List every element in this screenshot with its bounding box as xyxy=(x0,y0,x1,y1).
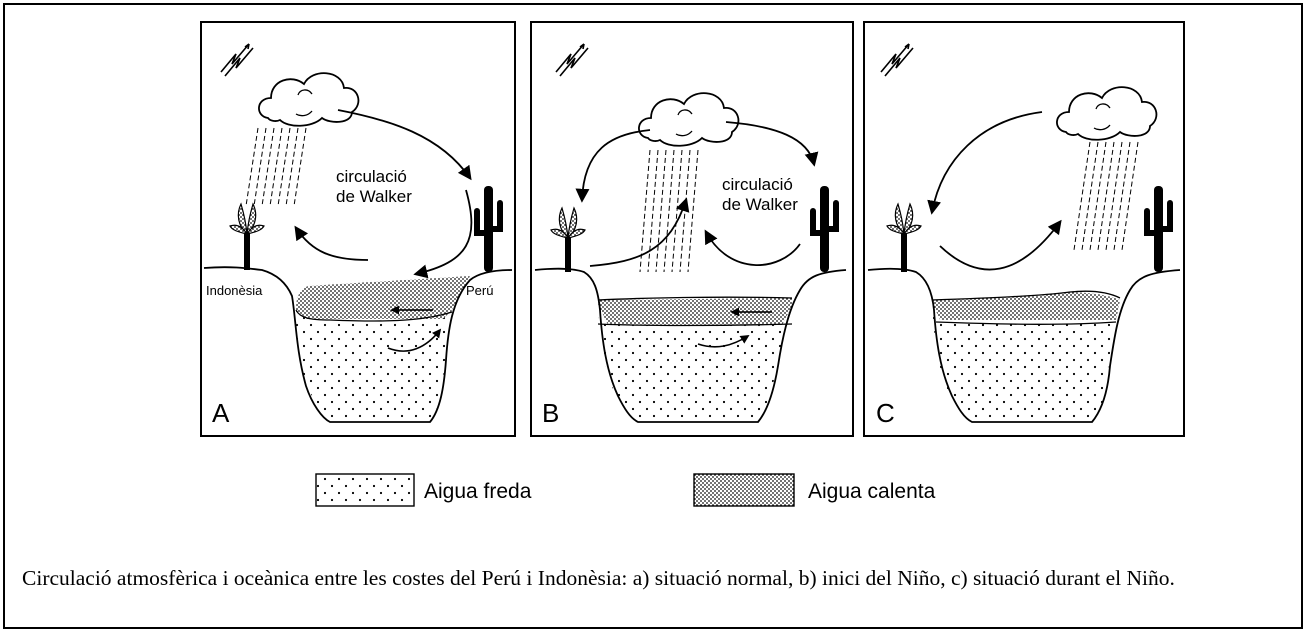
walker-label-line2: de Walker xyxy=(336,187,412,206)
panel-a: circulació de Walker Indonèsia xyxy=(200,21,516,437)
legend-warm-label: Aigua calenta xyxy=(808,480,936,503)
walker-label-line1: circulació xyxy=(336,167,407,186)
figure-caption: Circulació atmosfèrica i oceànica entre … xyxy=(22,566,1175,590)
lightning-icon xyxy=(220,43,254,77)
cold-water-layer xyxy=(598,304,792,420)
walker-arrow-rise xyxy=(704,229,801,266)
legend-warm-swatch xyxy=(693,473,795,507)
peru-label: Perú xyxy=(466,283,493,298)
ocean-basin xyxy=(867,267,1181,423)
walker-label-line2: de Walker xyxy=(722,195,798,214)
indonesia-label: Indonèsia xyxy=(206,283,263,298)
panel-c-border xyxy=(863,21,1185,437)
walker-arrow-surface-west xyxy=(413,189,473,279)
lightning-icon xyxy=(555,43,589,77)
cold-water-layer xyxy=(296,310,452,420)
legend-cold-swatch xyxy=(315,473,415,507)
palm-tree-icon xyxy=(550,206,586,272)
panel-b-border xyxy=(530,21,854,437)
figure-frame xyxy=(3,3,1303,629)
circulation-arrow-west-down xyxy=(575,129,651,203)
palm-tree-icon xyxy=(229,202,265,270)
panel-a-label: A xyxy=(212,398,230,428)
walker-label-line1: circulació xyxy=(722,175,793,194)
rain-icon xyxy=(639,149,699,273)
walker-arrow-rise xyxy=(294,225,369,261)
cold-water-layer xyxy=(932,300,1120,420)
ocean-basin xyxy=(534,267,847,423)
cactus-icon xyxy=(810,186,839,272)
warm-water-layer xyxy=(296,276,470,319)
cloud-icon xyxy=(258,72,360,127)
cactus-icon xyxy=(474,186,503,272)
circulation-arrow-east-up xyxy=(939,219,1062,271)
warm-water-layer xyxy=(598,298,792,325)
panel-b-label: B xyxy=(542,398,559,428)
walker-arrow-east xyxy=(725,121,819,167)
circulation-arrow-west-up xyxy=(589,197,690,267)
rain-icon xyxy=(245,127,307,207)
palm-tree-icon xyxy=(886,202,922,272)
upwelling-arrow xyxy=(387,328,442,352)
panel-b: circulació de Walker B xyxy=(530,21,854,437)
upwelling-arrow xyxy=(697,335,750,348)
legend-cold-label: Aigua freda xyxy=(424,480,532,503)
rain-icon xyxy=(1073,141,1139,251)
cactus-icon xyxy=(1144,186,1173,272)
walker-arrow-east xyxy=(337,109,472,181)
panel-a-border xyxy=(200,21,516,437)
cloud-icon xyxy=(638,92,740,147)
circulation-arrow-west-down xyxy=(927,111,1043,215)
ocean-basin xyxy=(203,266,513,423)
legend: Aigua freda Aigua calenta xyxy=(315,473,936,507)
warm-water-layer xyxy=(932,292,1120,320)
panel-c: C xyxy=(863,21,1185,437)
panel-c-label: C xyxy=(876,398,895,428)
cloud-icon xyxy=(1056,86,1158,141)
lightning-icon xyxy=(880,43,914,77)
